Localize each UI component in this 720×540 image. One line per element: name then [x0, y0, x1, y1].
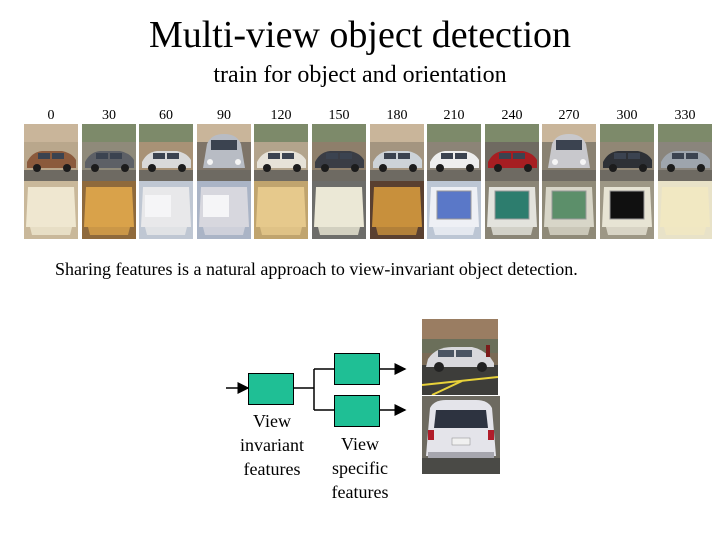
- angle-label: 90: [217, 108, 231, 123]
- car-view-thumbnail: [600, 124, 654, 182]
- slide-subtitle: train for object and orientation: [213, 62, 507, 88]
- car-view-thumbnail: [82, 124, 136, 182]
- angle-label: 60: [159, 108, 173, 123]
- car-view-thumbnail: [312, 124, 366, 182]
- monitor-view-thumbnail: [658, 181, 712, 239]
- monitor-view-thumbnail: [370, 181, 424, 239]
- monitor-view-thumbnail: [312, 181, 366, 239]
- van-rear-photo: [422, 396, 500, 474]
- car-view-thumbnail: [370, 124, 424, 182]
- car-view-thumbnail: [24, 124, 78, 182]
- car-view-thumbnail: [427, 124, 481, 182]
- view-specific-label: View specific features: [331, 434, 389, 502]
- sharing-features-caption: Sharing features is a natural approach t…: [55, 259, 578, 279]
- view-specific-box-top: [334, 353, 380, 385]
- monitor-view-thumbnail: [24, 181, 78, 239]
- car-view-thumbnail: [197, 124, 251, 182]
- car-view-thumbnail: [542, 124, 596, 182]
- monitor-view-thumbnail: [427, 181, 481, 239]
- angle-label: 150: [328, 108, 350, 123]
- car-view-thumbnail: [658, 124, 712, 182]
- angle-label: 180: [386, 108, 408, 123]
- monitor-view-thumbnail: [485, 181, 539, 239]
- car-side-photo: [422, 319, 498, 395]
- slide-title: Multi-view object detection: [148, 14, 572, 56]
- monitor-view-thumbnail: [254, 181, 308, 239]
- car-view-thumbnail: [254, 124, 308, 182]
- angle-label: 120: [270, 108, 292, 123]
- monitor-view-thumbnail: [82, 181, 136, 239]
- car-view-thumbnail: [139, 124, 193, 182]
- view-specific-box-bottom: [334, 395, 380, 427]
- car-view-thumbnail: [485, 124, 539, 182]
- angle-label: 210: [443, 108, 465, 123]
- car-views-row: [24, 124, 714, 182]
- angle-labels: 0 30 60 90 120 150 180 210 240 270 300 330: [24, 108, 714, 126]
- view-invariant-label: View invariant features: [240, 411, 304, 479]
- angle-label: 330: [674, 108, 696, 123]
- angle-label: 270: [558, 108, 580, 123]
- monitor-view-thumbnail: [600, 181, 654, 239]
- angle-label: 240: [501, 108, 523, 123]
- monitor-views-row: [24, 181, 714, 239]
- monitor-view-thumbnail: [542, 181, 596, 239]
- angle-label: 30: [102, 108, 116, 123]
- angle-label: 300: [616, 108, 638, 123]
- monitor-view-thumbnail: [139, 181, 193, 239]
- view-invariant-box: [248, 373, 294, 405]
- angle-label: 0: [47, 108, 55, 123]
- monitor-view-thumbnail: [197, 181, 251, 239]
